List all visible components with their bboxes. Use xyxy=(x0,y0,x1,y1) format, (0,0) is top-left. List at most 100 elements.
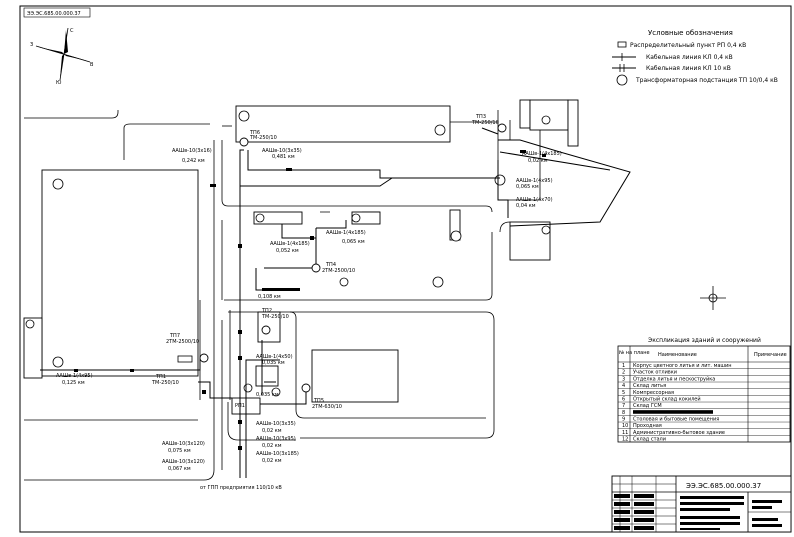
svg-text:Кабельная линия КЛ 10 кВ: Кабельная линия КЛ 10 кВ xyxy=(646,65,731,72)
title-block: ЭЭ.ЭС.685.00.000.37 xyxy=(611,475,792,533)
svg-text:ААШв-1(4х95): ААШв-1(4х95) xyxy=(516,178,553,184)
svg-text:№ на плане: № на плане xyxy=(619,350,650,356)
row-name: Административно-бытовое здание xyxy=(633,430,725,436)
building-7 xyxy=(255,365,279,387)
north-marker: С xyxy=(70,28,74,34)
tp-rating: ТМ-250/10 xyxy=(151,380,179,386)
cable-line-10-icon xyxy=(612,64,636,72)
sheet-frame xyxy=(19,5,792,533)
svg-text:Распределительный пункт РП 0,4: Распределительный пункт РП 0,4 кВ xyxy=(630,42,746,49)
row-name: Склад стали xyxy=(633,436,666,442)
svg-text:ААШв-1(4х50): ААШв-1(4х50) xyxy=(256,354,293,360)
table-row: 5 Компрессорная xyxy=(618,390,790,396)
svg-text:ААШв-1(4х95): ААШв-1(4х95) xyxy=(56,373,93,379)
svg-text:ААШв-10(3х95): ААШв-10(3х95) xyxy=(256,436,296,442)
building-10 xyxy=(519,99,531,129)
svg-text:0,481 км: 0,481 км xyxy=(272,154,295,160)
row-number: 7 xyxy=(622,403,625,409)
tp-label: ТП6 xyxy=(249,130,260,136)
row-number: 6 xyxy=(622,396,625,402)
svg-text:ААШв-10(3х35): ААШв-10(3х35) xyxy=(262,148,302,154)
row-name: Склад литья xyxy=(633,383,666,389)
row-name: Столовая и бытовые помещения xyxy=(633,416,719,422)
svg-text:ААШв-1(4х185): ААШв-1(4х185) xyxy=(326,230,366,236)
row-name: Участок отливки xyxy=(633,370,677,376)
tp-label: ТП3 xyxy=(475,114,486,120)
tp-rating: 2ТМ-2500/10 xyxy=(322,268,355,274)
legend-title: Условные обозначения xyxy=(648,29,733,37)
svg-text:Трансформаторная подстанция ТП: Трансформаторная подстанция ТП 10/0,4 кВ xyxy=(635,77,778,84)
building-12 xyxy=(567,99,579,147)
explication-table: Экспликация зданий и сооружений № на пла… xyxy=(617,337,791,442)
west-marker: З xyxy=(30,42,33,48)
table-row: 3 Отделка литья и пескоструйка xyxy=(618,375,790,382)
tp-label: ТП2 xyxy=(261,308,272,314)
cable-line-04-icon xyxy=(612,53,636,61)
svg-text:0,125 км: 0,125 км xyxy=(62,380,85,386)
building-2 xyxy=(235,105,451,143)
table-row: 1 Корпус цветного литья и лит. машин xyxy=(618,363,790,369)
svg-text:0,065 км: 0,065 км xyxy=(516,184,539,190)
svg-text:0,02 км: 0,02 км xyxy=(262,428,282,434)
cable-ticks xyxy=(74,150,546,450)
svg-text:0,035 км: 0,035 км xyxy=(256,392,279,398)
substation-icon xyxy=(311,263,321,273)
cable-labels: ААШв-10(3х16) 0,242 км ААШв-10(3х35) 0,4… xyxy=(56,148,562,491)
cable-routes xyxy=(40,127,631,478)
redacted-cell xyxy=(633,410,713,414)
svg-text:Примечание: Примечание xyxy=(754,352,787,358)
substation-icon xyxy=(199,353,209,363)
row-number: 10 xyxy=(622,423,628,429)
svg-text:ААШв-10(3х16): ААШв-10(3х16) xyxy=(172,148,212,154)
svg-text:0,02 км: 0,02 км xyxy=(262,458,282,464)
row-number: 1 xyxy=(622,363,625,369)
building-1-annex xyxy=(23,317,43,379)
legend-item: Трансформаторная подстанция ТП 10/0,4 кВ xyxy=(616,74,778,86)
svg-text:ААШв-1(4х185): ААШв-1(4х185) xyxy=(270,241,310,247)
tp-label: ТП5 xyxy=(313,398,324,404)
tp-label: ТП1 xyxy=(155,374,166,380)
building-11 xyxy=(529,99,569,131)
compass-rose-icon: С Ю З В xyxy=(30,27,94,86)
corner-code: ЭЭ.ЭС.685.00.000.37 xyxy=(27,11,81,17)
building-3 xyxy=(253,211,303,225)
row-number: 11 xyxy=(622,430,628,436)
svg-text:0,067 км: 0,067 км xyxy=(168,466,191,472)
row-number: 3 xyxy=(622,376,625,382)
row-name: Отделка литья и пескоструйка xyxy=(633,375,715,382)
row-name: Компрессорная xyxy=(633,390,674,396)
row-number: 8 xyxy=(622,410,625,416)
svg-text:0,065 км: 0,065 км xyxy=(342,239,365,245)
svg-text:0,04 км: 0,04 км xyxy=(516,203,536,209)
substation-icon xyxy=(616,74,628,86)
row-number: 9 xyxy=(622,416,625,422)
substation-labels: ТП6 ТМ-250/10 ТП3 ТМ-250/10 ТП4 2ТМ-2500… xyxy=(151,114,499,410)
row-number: 2 xyxy=(622,370,625,376)
svg-text:0,02 км: 0,02 км xyxy=(262,443,282,449)
svg-text:Наименование: Наименование xyxy=(658,352,697,358)
svg-text:ААШв-10(3х120): ААШв-10(3х120) xyxy=(162,459,205,465)
corner-code-box xyxy=(23,7,91,18)
row-name: Корпус цветного литья и лит. машин xyxy=(633,363,732,369)
svg-text:ААШв-1(4х185): ААШв-1(4х185) xyxy=(522,151,562,157)
svg-text:0,242 км: 0,242 км xyxy=(182,158,205,164)
building-5 xyxy=(311,349,399,403)
table-row: 9 Столовая и бытовые помещения xyxy=(618,416,790,422)
power-source-label: от ГПП предприятия 110/10 кВ xyxy=(200,485,282,491)
substation-icon xyxy=(497,123,507,133)
legend-item: Кабельная линия КЛ 10 кВ xyxy=(612,64,731,72)
tp-label: ТП7 xyxy=(169,333,180,339)
row-number: 5 xyxy=(622,390,625,396)
tp-rating: ТМ-250/10 xyxy=(471,120,499,126)
crosshair-icon xyxy=(700,286,726,310)
substation-icon xyxy=(301,383,311,393)
svg-text:0,052 км: 0,052 км xyxy=(276,248,299,254)
column-markers xyxy=(25,110,551,397)
svg-text:0,075 км: 0,075 км xyxy=(168,448,191,454)
table-row: 8 xyxy=(618,410,790,416)
